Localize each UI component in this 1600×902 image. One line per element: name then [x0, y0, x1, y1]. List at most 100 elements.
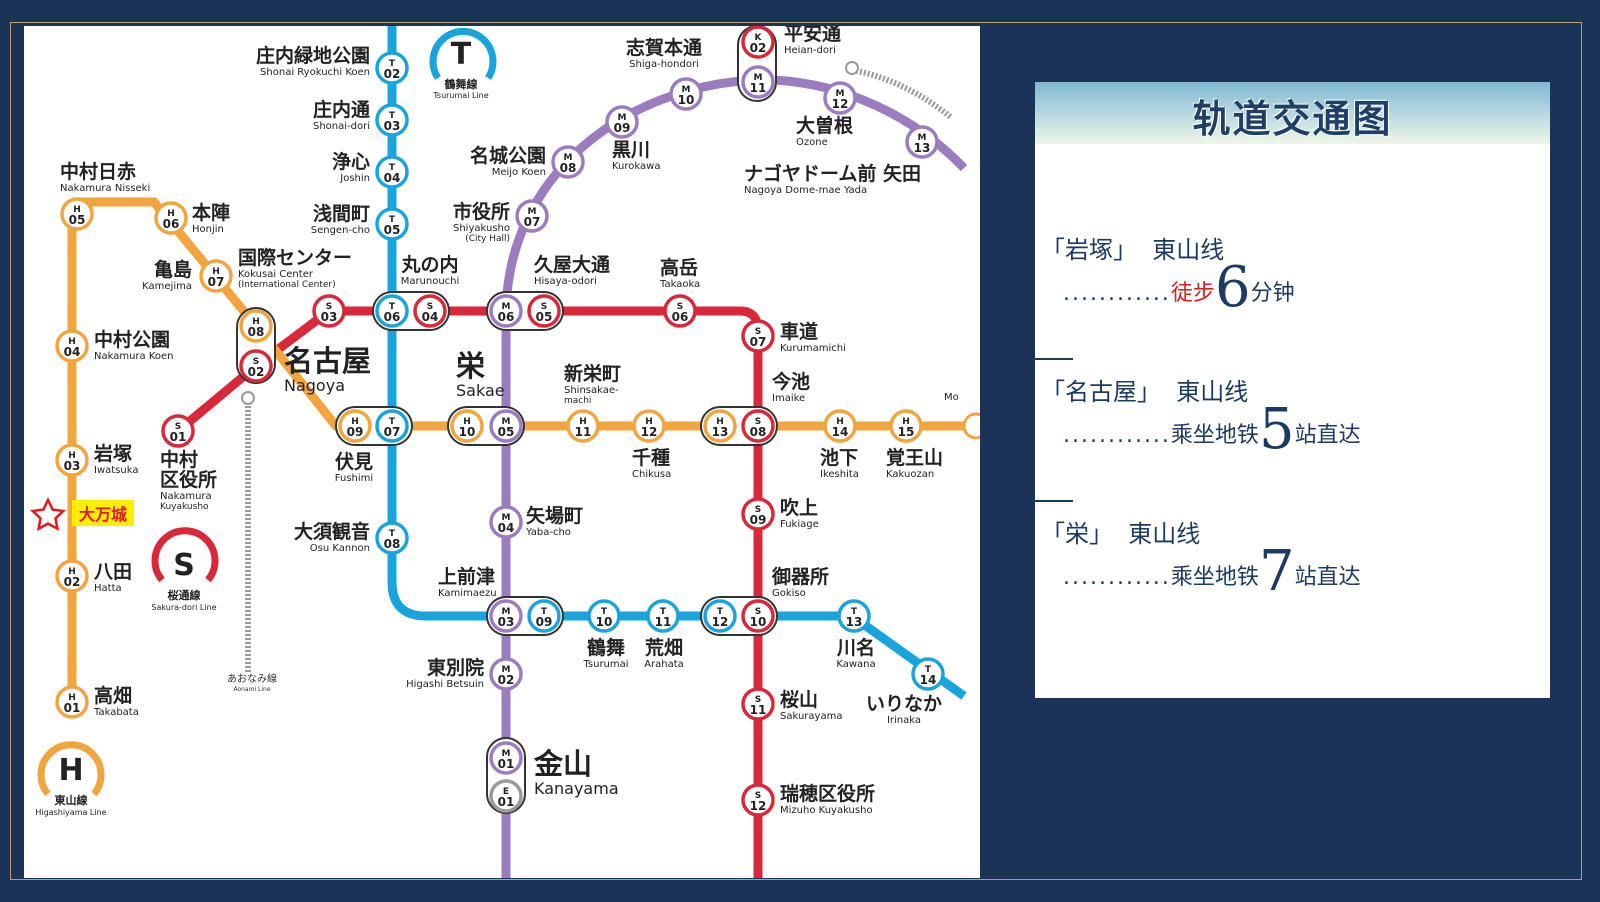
station-name-jp: 新栄町	[564, 362, 621, 385]
route-unit: 站直达	[1294, 423, 1361, 448]
station-code-badge: T06	[375, 294, 409, 328]
station-name-jp: 名城公園	[470, 144, 546, 167]
station-line-letter: M	[502, 417, 511, 427]
station-name-jp: 池下	[820, 446, 858, 469]
station-number: 01	[498, 757, 515, 771]
station-name-jp: 川名	[836, 636, 875, 659]
station-line-letter: S	[755, 607, 761, 617]
station-code-badge: M09	[605, 105, 639, 139]
station-name-en-line2: Kuyakusho	[160, 502, 209, 512]
station-line-letter: M	[528, 207, 537, 217]
station-line-letter: H	[902, 417, 910, 427]
station-name-jp: 千種	[632, 447, 670, 469]
station-line-letter: T	[389, 215, 396, 225]
station-circle	[312, 294, 346, 328]
station-number: 08	[248, 325, 265, 339]
station-name-jp: 高岳	[660, 256, 698, 279]
station-name-en: Shonai-dori	[313, 121, 370, 132]
station-line-letter: S	[175, 422, 181, 432]
station-name-jp: 車道	[780, 320, 818, 343]
route-separator	[1033, 500, 1073, 502]
station-circle	[646, 599, 680, 633]
station-name-en: Arahata	[644, 659, 684, 670]
route-dots: ............	[1063, 281, 1171, 306]
station-line-letter: S	[427, 302, 433, 312]
station-circle	[60, 197, 94, 231]
station-circle	[375, 409, 409, 443]
station-code-badge: S07	[741, 319, 775, 353]
station-number: 04	[384, 171, 401, 185]
station-name-jp: 栄	[456, 349, 486, 383]
station-circle	[663, 294, 697, 328]
station-circle	[489, 409, 523, 443]
station-code-badge: T03	[375, 103, 409, 137]
station-circle	[669, 77, 703, 111]
station-name-en: Nagoya Dome-mae Yada	[744, 185, 867, 196]
kamiiida-line	[851, 67, 954, 121]
station-code-badge: M05	[489, 409, 523, 443]
station-code-badge: H10	[450, 409, 484, 443]
station-number: 07	[524, 215, 541, 229]
station-name-en: Higashi Betsuin	[406, 679, 484, 690]
route-number: 5	[1258, 397, 1295, 462]
station-circle	[489, 741, 523, 775]
station-name-jp: 庄内通	[313, 98, 371, 121]
route-line: 東山线	[1176, 378, 1249, 406]
station-name-en: Chikusa	[632, 469, 671, 480]
station-line-letter: H	[716, 417, 724, 427]
station-code-badge: M02	[489, 657, 523, 691]
station-circle	[703, 409, 737, 443]
higashiyama-badge-jp: 東山線	[55, 793, 88, 807]
station-name-en: Shinsakae-	[564, 385, 619, 396]
station-circle	[741, 783, 775, 817]
station-code-badge: H12	[632, 409, 666, 443]
station-line-letter: M	[754, 73, 763, 83]
station-number: 04	[64, 345, 81, 359]
marker-label: 大万城	[79, 505, 127, 524]
station-line-letter: H	[167, 209, 175, 219]
route-unit: 站直达	[1294, 565, 1361, 590]
station-number: 14	[920, 673, 937, 687]
route-heading: 「栄」 東山线	[1041, 514, 1200, 549]
station-circle	[375, 103, 409, 137]
higashiyama-badge-letter: H	[58, 753, 83, 788]
station-name-en: Shiyakusho	[453, 223, 510, 234]
station-circle	[703, 599, 737, 633]
station-number: 12	[712, 615, 729, 629]
route-dots: ............	[1063, 423, 1171, 448]
station-number: 04	[422, 310, 439, 324]
station-line-letter: H	[836, 417, 844, 427]
station-name-en: Iwatsuka	[94, 465, 138, 476]
station-line-letter: T	[389, 59, 396, 69]
star-icon	[30, 497, 66, 532]
station-line-letter: M	[682, 85, 691, 95]
station-number: 13	[914, 141, 931, 155]
station-name-jp: 瑞穂区役所	[780, 782, 875, 805]
station-number: 15	[898, 425, 915, 439]
station-number: 10	[678, 93, 695, 107]
station-circle	[239, 349, 273, 383]
sakuradori-badge-en: Sakura-dori Line	[151, 603, 216, 612]
station-line-letter: T	[541, 607, 548, 617]
station-number: 01	[64, 701, 81, 715]
station-line-letter: S	[755, 505, 761, 515]
station-line-letter: H	[68, 337, 76, 347]
station-number: 03	[64, 459, 81, 473]
station-circle	[889, 409, 923, 443]
station-number: 09	[536, 615, 553, 629]
station-circle	[55, 685, 89, 719]
station-code-badge: H01	[55, 685, 89, 719]
station-line-letter: H	[579, 417, 587, 427]
tsurumai-badge-jp: 鶴舞線	[445, 77, 478, 91]
station-number: 02	[498, 673, 515, 687]
